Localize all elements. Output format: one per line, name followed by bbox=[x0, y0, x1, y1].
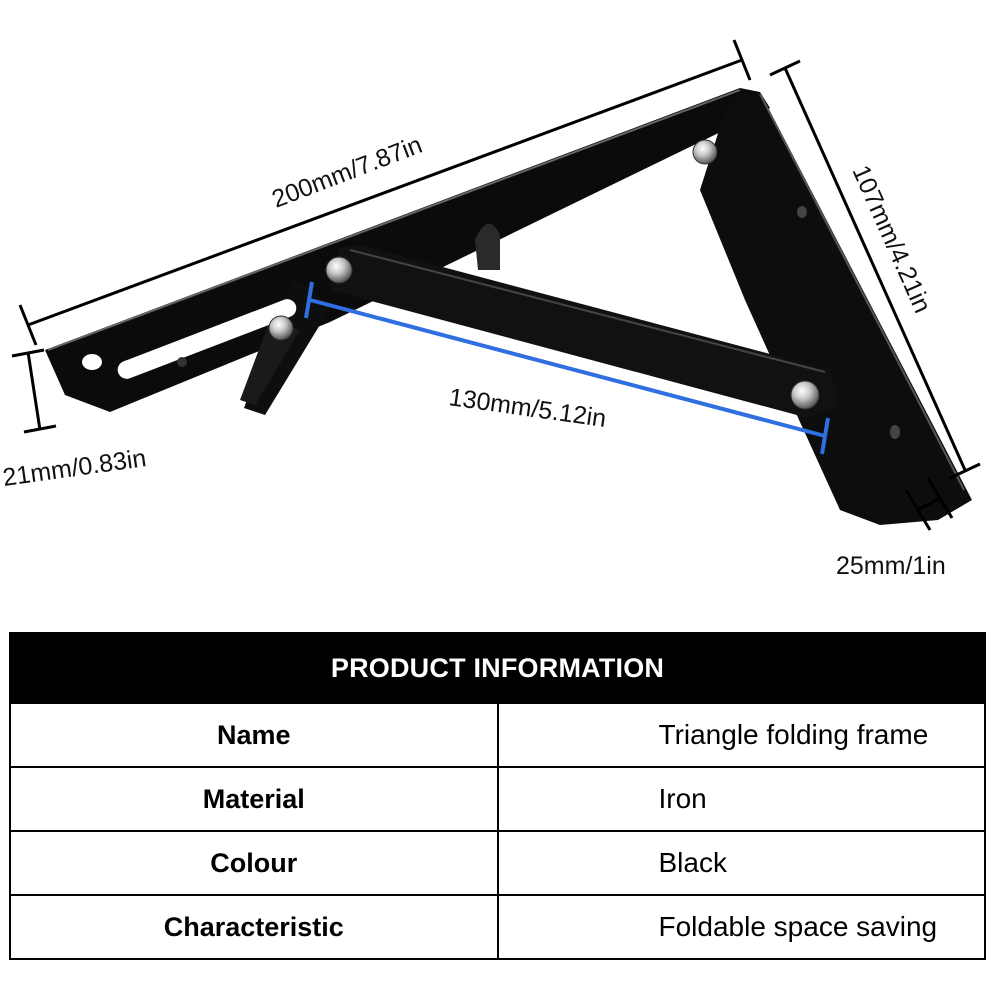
row-value-name: Triangle folding frame bbox=[496, 702, 986, 768]
thickness-dimension-line bbox=[11, 348, 57, 434]
table-row: Material Iron bbox=[9, 766, 986, 832]
brace-label: 130mm/5.12in bbox=[447, 383, 608, 433]
row-value-colour: Black bbox=[496, 830, 986, 896]
table-header: PRODUCT INFORMATION bbox=[9, 632, 986, 704]
length-label: 200mm/7.87in bbox=[268, 131, 426, 214]
width-dimension-line bbox=[904, 477, 954, 531]
bracket-diagram: 200mm/7.87in 107mm/4.21in 130mm/5.12in 2… bbox=[1, 39, 981, 580]
row-label-colour: Colour bbox=[9, 830, 499, 896]
bracket-image bbox=[45, 88, 972, 525]
brace-dimension-line bbox=[304, 281, 830, 455]
row-value-material: Iron bbox=[496, 766, 986, 832]
thickness-label: 21mm/0.83in bbox=[1, 444, 148, 492]
row-label-name: Name bbox=[9, 702, 499, 768]
row-label-characteristic: Characteristic bbox=[9, 894, 499, 960]
table-row: Colour Black bbox=[9, 830, 986, 896]
table-row: Name Triangle folding frame bbox=[9, 702, 986, 768]
width-label: 25mm/1in bbox=[836, 552, 946, 580]
row-value-characteristic: Foldable space saving bbox=[496, 894, 986, 960]
row-label-material: Material bbox=[9, 766, 499, 832]
product-info-table: PRODUCT INFORMATION Name Triangle foldin… bbox=[9, 632, 986, 960]
length-dimension-line bbox=[18, 39, 752, 346]
table-row: Characteristic Foldable space saving bbox=[9, 894, 986, 960]
height-dimension-line bbox=[769, 59, 981, 480]
